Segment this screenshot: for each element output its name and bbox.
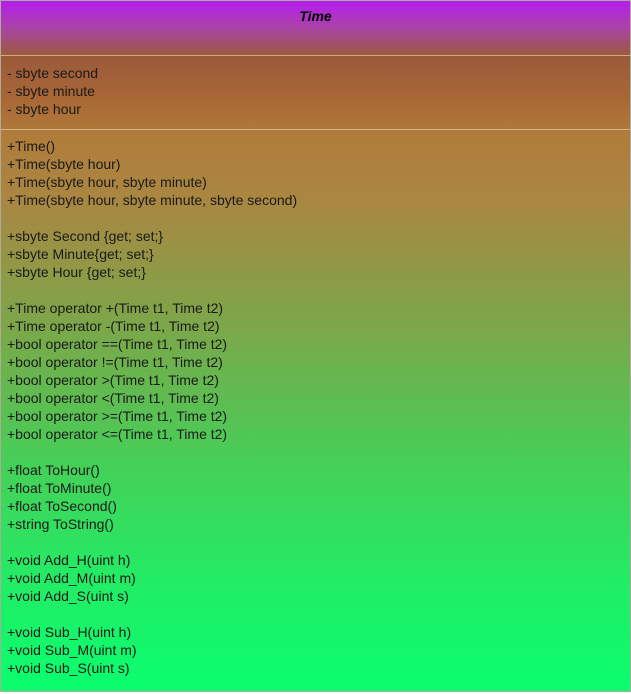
sub-methods-group: +void Sub_H(uint h) +void Sub_M(uint m) … — [1, 623, 630, 677]
method: +void Sub_H(uint h) — [7, 624, 132, 640]
method: +Time(sbyte hour, sbyte minute, sbyte se… — [7, 192, 298, 208]
class-header: Time — [1, 1, 630, 56]
method: +bool operator ==(Time t1, Time t2) — [7, 336, 228, 352]
method: +float ToHour() — [7, 462, 100, 478]
group-spacer — [1, 281, 630, 299]
method: +float ToMinute() — [7, 480, 112, 496]
method: +Time operator +(Time t1, Time t2) — [7, 300, 224, 316]
class-name: Time — [299, 8, 332, 24]
method: +Time(sbyte hour, sbyte minute) — [7, 174, 207, 190]
field: - sbyte hour — [7, 101, 81, 117]
field: - sbyte second — [7, 65, 99, 81]
fields-compartment: - sbyte second - sbyte minute - sbyte ho… — [1, 56, 630, 130]
group-spacer — [1, 209, 630, 227]
method: +void Add_S(uint s) — [7, 588, 129, 604]
method: +bool operator <(Time t1, Time t2) — [7, 390, 219, 406]
properties-group: +sbyte Second {get; set;} +sbyte Minute{… — [1, 227, 630, 281]
group-spacer — [1, 443, 630, 461]
method: +void Add_M(uint m) — [7, 570, 136, 586]
method: +Time(sbyte hour) — [7, 156, 121, 172]
method: +bool operator >(Time t1, Time t2) — [7, 372, 219, 388]
group-spacer — [1, 605, 630, 623]
field: - sbyte minute — [7, 83, 95, 99]
operators-group: +Time operator +(Time t1, Time t2) +Time… — [1, 299, 630, 443]
conversions-group: +float ToHour() +float ToMinute() +float… — [1, 461, 630, 533]
group-spacer — [1, 533, 630, 551]
methods-compartment: +Time() +Time(sbyte hour) +Time(sbyte ho… — [1, 130, 630, 677]
method: +bool operator <=(Time t1, Time t2) — [7, 426, 228, 442]
method: +float ToSecond() — [7, 498, 117, 514]
method: +sbyte Minute{get; set;} — [7, 246, 154, 262]
method: +Time() — [7, 138, 56, 154]
add-methods-group: +void Add_H(uint h) +void Add_M(uint m) … — [1, 551, 630, 605]
method: +bool operator >=(Time t1, Time t2) — [7, 408, 228, 424]
method: +string ToString() — [7, 516, 114, 532]
method: +void Add_H(uint h) — [7, 552, 131, 568]
constructors-group: +Time() +Time(sbyte hour) +Time(sbyte ho… — [1, 137, 630, 209]
method: +Time operator -(Time t1, Time t2) — [7, 318, 220, 334]
method: +sbyte Hour {get; set;} — [7, 264, 146, 280]
method: +sbyte Second {get; set;} — [7, 228, 164, 244]
method: +void Sub_M(uint m) — [7, 642, 137, 658]
method: +void Sub_S(uint s) — [7, 660, 130, 676]
method: +bool operator !=(Time t1, Time t2) — [7, 354, 223, 370]
